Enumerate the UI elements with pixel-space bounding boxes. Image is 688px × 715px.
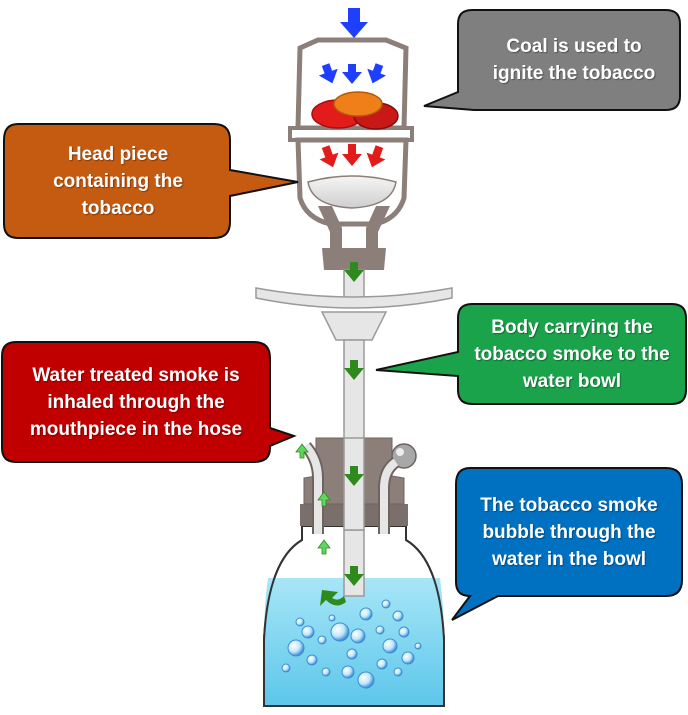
arrow-down-icon <box>319 145 339 168</box>
arrow-down-icon <box>340 8 368 38</box>
heat-arrows-blue <box>318 8 387 84</box>
arrow-down-icon <box>318 63 338 84</box>
arrow-down-icon <box>367 63 387 84</box>
smoke-flow-arrows <box>320 262 364 606</box>
arrow-up-icon <box>295 443 309 459</box>
callout-water-smoke <box>1 341 297 463</box>
arrow-down-icon <box>344 566 364 586</box>
callout-body <box>375 303 687 405</box>
arrow-down-icon <box>342 144 362 166</box>
bubbles <box>281 599 422 689</box>
coal-middle <box>333 91 383 117</box>
arrow-down-icon <box>344 262 364 282</box>
callout-head <box>3 123 299 239</box>
water-bowl <box>263 504 445 707</box>
arrow-down-icon <box>344 360 364 380</box>
hose-pipes <box>301 442 400 534</box>
arrow-down-icon <box>342 64 362 84</box>
arrow-up-icon <box>317 491 331 507</box>
curved-arrow-icon <box>320 590 346 606</box>
heat-arrows-red <box>319 144 386 168</box>
arrow-down-icon <box>344 466 364 486</box>
arrow-up-icon <box>317 539 331 555</box>
inhale-arrows <box>295 443 331 555</box>
callout-coal <box>423 9 681 111</box>
arrow-down-icon <box>366 145 386 168</box>
callout-bubble <box>451 467 683 621</box>
